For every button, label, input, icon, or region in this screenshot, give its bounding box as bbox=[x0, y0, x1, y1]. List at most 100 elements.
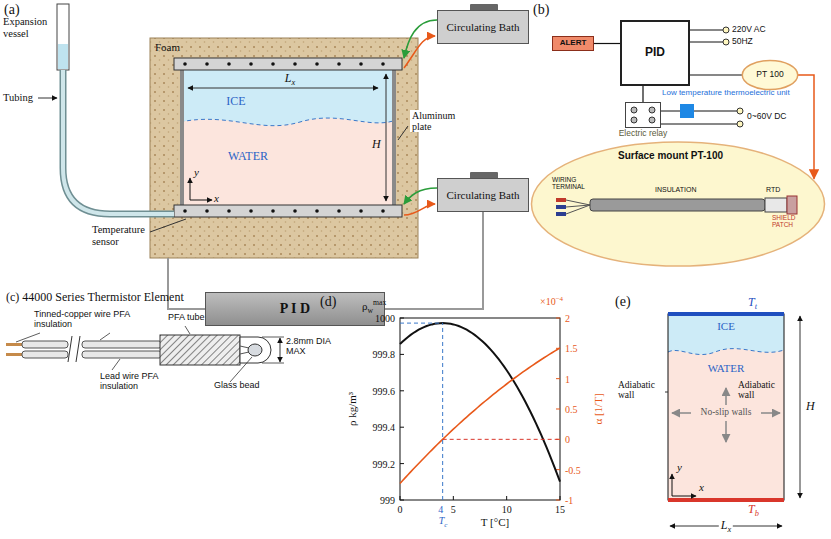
text-part: T bbox=[748, 502, 755, 516]
process-box: P I D bbox=[205, 292, 385, 326]
label: Lead wire PFA insulation bbox=[100, 372, 180, 392]
label: y bbox=[677, 461, 682, 473]
node-text: WIRING TERMINAL bbox=[552, 176, 592, 190]
node-text: Surface mount PT-100 bbox=[618, 150, 723, 161]
illustration-part bbox=[649, 107, 655, 113]
illustration-part bbox=[453, 496, 454, 500]
node-text: P I D bbox=[280, 301, 310, 316]
text-part: ×10 bbox=[540, 296, 556, 307]
illustration-part bbox=[22, 341, 68, 348]
process-box: ALERT bbox=[552, 36, 594, 51]
process-box: Electric relay bbox=[625, 102, 661, 128]
label: 220V AC bbox=[732, 25, 766, 34]
label: ×10−4 bbox=[540, 296, 563, 307]
label: Lx bbox=[719, 519, 733, 535]
label: (e) bbox=[615, 294, 631, 309]
illustration-part bbox=[690, 30, 723, 31]
text-part: L bbox=[285, 71, 292, 85]
illustration-part bbox=[723, 39, 729, 45]
illustration-part bbox=[392, 70, 396, 205]
illustration-part bbox=[400, 318, 560, 500]
label: 10 bbox=[502, 504, 512, 515]
label: ICE bbox=[717, 320, 735, 332]
label: x bbox=[214, 192, 219, 204]
process-box: Circulating Bath bbox=[437, 178, 529, 212]
illustration-part bbox=[443, 439, 560, 440]
label: Expansion vessel bbox=[3, 16, 55, 39]
label: -0.5 bbox=[565, 464, 581, 475]
wiring-terminal bbox=[556, 212, 566, 216]
illustration-part bbox=[262, 363, 284, 364]
wiring-terminal bbox=[556, 198, 566, 202]
illustration-part bbox=[665, 392, 668, 393]
text-part: w bbox=[368, 306, 374, 315]
text-part: c bbox=[444, 521, 447, 529]
illustration-part bbox=[185, 326, 190, 334]
label: 4 bbox=[438, 504, 443, 515]
illustration-part bbox=[668, 314, 784, 500]
illustration-part bbox=[22, 351, 68, 358]
connector bbox=[594, 43, 620, 44]
label: 2.8mm DIA MAX bbox=[286, 337, 332, 357]
label: α [1/T] bbox=[592, 393, 604, 424]
illustration-part bbox=[38, 98, 57, 99]
illustration-part bbox=[100, 333, 110, 340]
label: 999.8 bbox=[373, 349, 396, 360]
node-text: Circulating Bath bbox=[446, 21, 519, 33]
label: 15 bbox=[555, 504, 565, 515]
illustration-part bbox=[150, 38, 418, 258]
connector bbox=[642, 86, 643, 102]
node-text: SHIELD PATCH bbox=[772, 214, 802, 228]
ellipse-shape bbox=[531, 142, 824, 266]
illustration-part bbox=[668, 314, 784, 500]
illustration-part bbox=[649, 117, 655, 123]
label: x bbox=[699, 481, 704, 493]
rtd-element bbox=[765, 198, 787, 212]
node-text: Electric relay bbox=[619, 129, 668, 138]
illustration-part bbox=[6, 343, 22, 346]
illustration-part bbox=[180, 70, 396, 126]
ellipse-shape bbox=[742, 60, 797, 89]
illustration-part bbox=[180, 70, 184, 205]
illustration-part bbox=[190, 200, 212, 201]
illustration-part bbox=[63, 70, 174, 214]
illustration-part bbox=[404, 188, 437, 204]
illustration-part bbox=[631, 117, 637, 123]
illustration-part bbox=[112, 359, 120, 370]
label: H bbox=[806, 400, 815, 413]
illustration-part bbox=[398, 126, 408, 140]
process-box: Circulating Bath bbox=[437, 10, 529, 44]
text-part: t bbox=[755, 302, 757, 311]
label: (d) bbox=[320, 294, 336, 309]
illustration-part bbox=[404, 36, 435, 68]
illustration-part bbox=[160, 335, 240, 365]
node-text: RTD bbox=[766, 186, 780, 194]
illustration-part bbox=[400, 500, 404, 501]
wiring-terminal bbox=[556, 205, 566, 209]
label: ρ kg/m³ bbox=[346, 392, 358, 426]
label: WATER bbox=[708, 362, 745, 374]
label: 999 bbox=[380, 495, 395, 506]
illustration-part bbox=[400, 354, 404, 355]
label: Adiabatic wall bbox=[738, 380, 782, 401]
illustration-part bbox=[761, 412, 780, 414]
illustration-part bbox=[6, 353, 22, 356]
illustration-part bbox=[668, 498, 784, 502]
connector bbox=[798, 75, 814, 179]
label: Tt bbox=[748, 296, 757, 312]
illustration-part bbox=[661, 124, 737, 125]
label: 999.6 bbox=[373, 385, 396, 396]
label: 999.2 bbox=[373, 458, 396, 469]
connector bbox=[690, 74, 742, 75]
illustration-part bbox=[400, 427, 404, 428]
label: 0~60V DC bbox=[747, 112, 786, 121]
illustration-part bbox=[668, 349, 784, 355]
ellipse-box: PT 100 bbox=[742, 60, 798, 90]
text-part: max bbox=[373, 298, 386, 307]
illustration-part bbox=[694, 111, 737, 112]
illustration-part bbox=[57, 4, 69, 70]
text-part: x bbox=[291, 78, 295, 87]
illustration-part bbox=[668, 312, 784, 316]
illustration-part bbox=[672, 496, 696, 497]
